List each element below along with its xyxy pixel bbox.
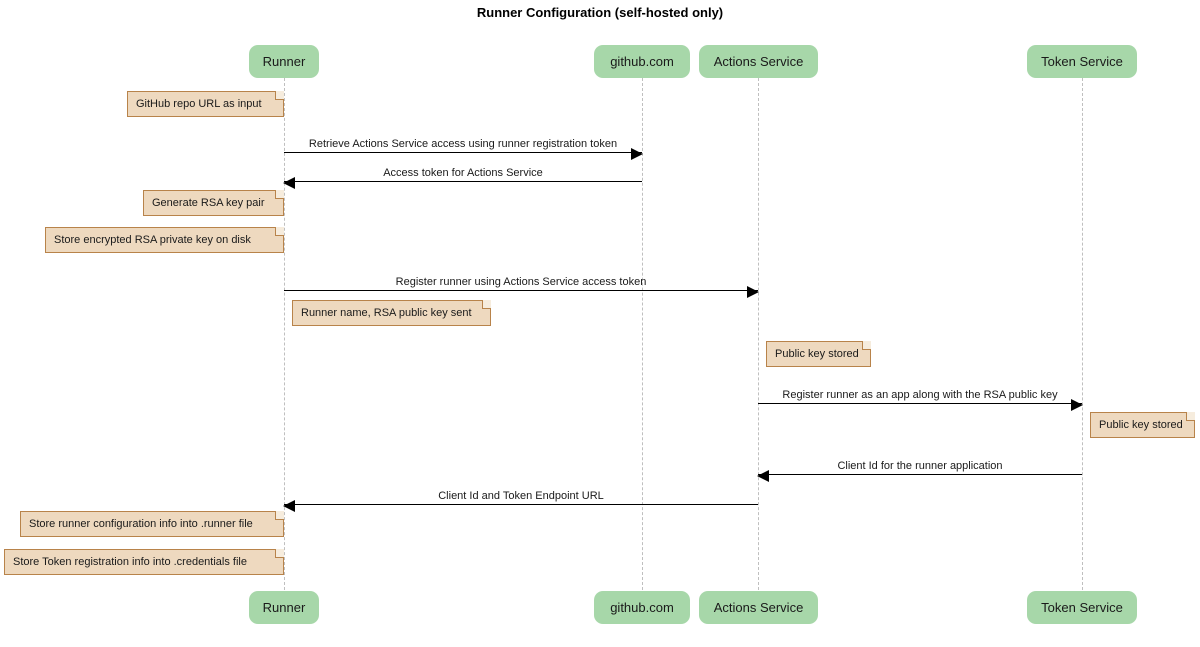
participant-label: Runner [262, 54, 306, 69]
participant-label: github.com [610, 54, 674, 69]
msg-client-id-endpoint: Client Id and Token Endpoint URL [283, 481, 758, 512]
message-label: Client Id for the runner application [837, 460, 1003, 472]
message-line [284, 181, 642, 182]
note-text: Public key stored [775, 348, 859, 360]
participant-footer-runner[interactable]: Runner [249, 591, 319, 624]
note-store-runner-cfg: Store runner configuration info into .ru… [20, 511, 284, 537]
note-fold-corner-icon [482, 300, 491, 309]
participant-header-github[interactable]: github.com [594, 45, 690, 78]
participant-label: Actions Service [713, 600, 804, 615]
note-generate-rsa: Generate RSA key pair [143, 190, 284, 216]
arrowhead-right-icon [631, 147, 643, 160]
note-fold-corner-icon [275, 227, 284, 236]
message-line [284, 290, 758, 291]
lifeline-runner [284, 78, 285, 590]
note-fold-corner-icon [275, 511, 284, 520]
note-text: GitHub repo URL as input [136, 98, 262, 110]
message-label: Access token for Actions Service [383, 167, 543, 179]
diagram-title: Runner Configuration (self-hosted only) [476, 5, 724, 20]
note-fold-corner-icon [275, 549, 284, 558]
msg-client-id: Client Id for the runner application [757, 451, 1082, 482]
message-label: Retrieve Actions Service access using ru… [308, 138, 618, 150]
participant-header-token[interactable]: Token Service [1027, 45, 1137, 78]
lifeline-token [1082, 78, 1083, 590]
message-line [284, 504, 758, 505]
msg-register-app: Register runner as an app along with the… [758, 380, 1083, 411]
message-line [758, 403, 1082, 404]
note-store-private: Store encrypted RSA private key on disk [45, 227, 284, 253]
participant-footer-actions[interactable]: Actions Service [699, 591, 818, 624]
note-fold-corner-icon [275, 190, 284, 199]
arrowhead-right-icon [1071, 398, 1083, 411]
note-public-key-2: Public key stored [1090, 412, 1195, 438]
participant-footer-github[interactable]: github.com [594, 591, 690, 624]
message-label: Register runner as an app along with the… [782, 389, 1058, 401]
msg-register-runner: Register runner using Actions Service ac… [284, 267, 759, 298]
note-fold-corner-icon [862, 341, 871, 350]
message-label: Register runner using Actions Service ac… [395, 276, 647, 288]
message-label: Client Id and Token Endpoint URL [438, 490, 604, 502]
lifeline-actions [758, 78, 759, 590]
arrowhead-left-icon [283, 176, 295, 189]
participant-header-actions[interactable]: Actions Service [699, 45, 818, 78]
participant-label: Actions Service [713, 54, 804, 69]
note-text: Store Token registration info into .cred… [13, 556, 247, 568]
participant-label: Runner [262, 600, 306, 615]
note-text: Public key stored [1099, 419, 1183, 431]
msg-access-token: Access token for Actions Service [283, 158, 642, 189]
arrowhead-left-icon [283, 499, 295, 512]
lifeline-github [642, 78, 643, 590]
participant-footer-token[interactable]: Token Service [1027, 591, 1137, 624]
note-text: Store encrypted RSA private key on disk [54, 234, 251, 246]
note-github-repo-url: GitHub repo URL as input [127, 91, 284, 117]
note-text: Generate RSA key pair [152, 197, 265, 209]
participant-header-runner[interactable]: Runner [249, 45, 319, 78]
msg-retrieve-actions-access: Retrieve Actions Service access using ru… [284, 129, 643, 160]
note-fold-corner-icon [275, 91, 284, 100]
participant-label: github.com [610, 600, 674, 615]
participant-label: Token Service [1041, 600, 1123, 615]
arrowhead-right-icon [747, 285, 759, 298]
note-fold-corner-icon [1186, 412, 1195, 421]
note-text: Runner name, RSA public key sent [301, 307, 472, 319]
note-runner-name: Runner name, RSA public key sent [292, 300, 491, 326]
note-text: Store runner configuration info into .ru… [29, 518, 253, 530]
message-line [758, 474, 1082, 475]
participant-label: Token Service [1041, 54, 1123, 69]
message-line [284, 152, 642, 153]
note-store-token-reg: Store Token registration info into .cred… [4, 549, 284, 575]
arrowhead-left-icon [757, 469, 769, 482]
note-public-key-1: Public key stored [766, 341, 871, 367]
